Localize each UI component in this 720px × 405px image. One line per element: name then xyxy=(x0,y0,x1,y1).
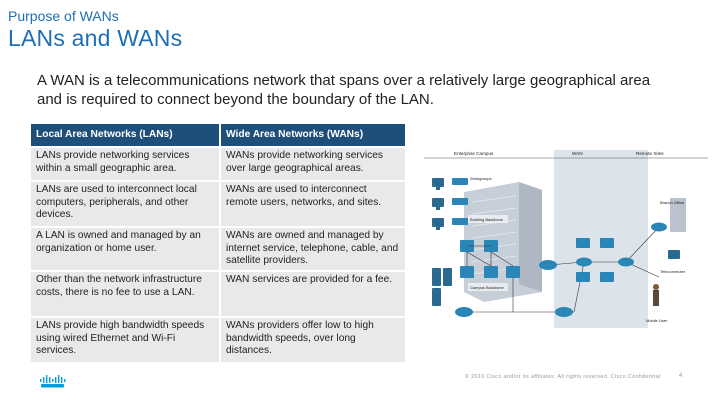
lan-cell: LANs provide networking services within … xyxy=(31,148,219,180)
wan-column-header: Wide Area Networks (WANs) xyxy=(221,124,405,146)
workgroups-label: Workgroups xyxy=(470,176,492,181)
lan-wan-comparison-table: Local Area Networks (LANs) Wide Area Net… xyxy=(29,122,407,364)
branch-office-building xyxy=(670,198,686,232)
wan-switch-icons xyxy=(576,238,614,282)
network-diagram: Enterprise Campus WAN Remote Sites Workg… xyxy=(424,150,708,328)
wan-cell: WANs are used to interconnect remote use… xyxy=(221,182,405,226)
table-row: A LAN is owned and managed by an organiz… xyxy=(31,228,405,270)
slide-title: LANs and WANs xyxy=(8,25,183,51)
lan-cell: Other than the network infrastructure co… xyxy=(31,272,219,316)
lan-cell: LANs are used to interconnect local comp… xyxy=(31,182,219,226)
page-number: 4 xyxy=(679,373,683,379)
mobile-user-figure xyxy=(653,284,659,290)
building-backbone-label: Building Backbone xyxy=(470,217,504,222)
branch-office-label: Branch Office xyxy=(660,200,685,205)
cisco-logo xyxy=(40,375,66,388)
lan-column-header: Local Area Networks (LANs) xyxy=(31,124,219,146)
lan-cell: A LAN is owned and managed by an organiz… xyxy=(31,228,219,270)
remote-sites-label: Remote Sites xyxy=(636,151,664,156)
copyright-notice: © 2016 Cisco and/or its affiliates. All … xyxy=(465,374,661,380)
telecommuter-label: Telecommuter xyxy=(660,269,686,274)
table-row: LANs are used to interconnect local comp… xyxy=(31,182,405,226)
enterprise-campus-label: Enterprise Campus xyxy=(454,151,494,156)
workstation-icons xyxy=(432,178,452,306)
table-row: LANs provide high bandwidth speeds using… xyxy=(31,318,405,362)
table-row: Other than the network infrastructure co… xyxy=(31,272,405,316)
wan-cell: WANs are owned and managed by internet s… xyxy=(221,228,405,270)
section-kicker: Purpose of WANs xyxy=(8,8,119,24)
wan-cell: WANs provide networking services over la… xyxy=(221,148,405,180)
campus-backbone-label: Campus Backbone xyxy=(470,285,505,290)
wan-label: WAN xyxy=(572,151,583,156)
router-icons xyxy=(455,222,667,317)
lan-cell: LANs provide high bandwidth speeds using… xyxy=(31,318,219,362)
table-header-row: Local Area Networks (LANs) Wide Area Net… xyxy=(31,124,405,146)
intro-paragraph: A WAN is a telecommunications network th… xyxy=(37,72,651,108)
wan-cell: WANs providers offer low to high bandwid… xyxy=(221,318,405,362)
mobile-user-label: Mobile User xyxy=(646,318,668,323)
table-row: LANs provide networking services within … xyxy=(31,148,405,180)
telecommuter-pc xyxy=(668,250,680,259)
wan-cell: WAN services are provided for a fee. xyxy=(221,272,405,316)
